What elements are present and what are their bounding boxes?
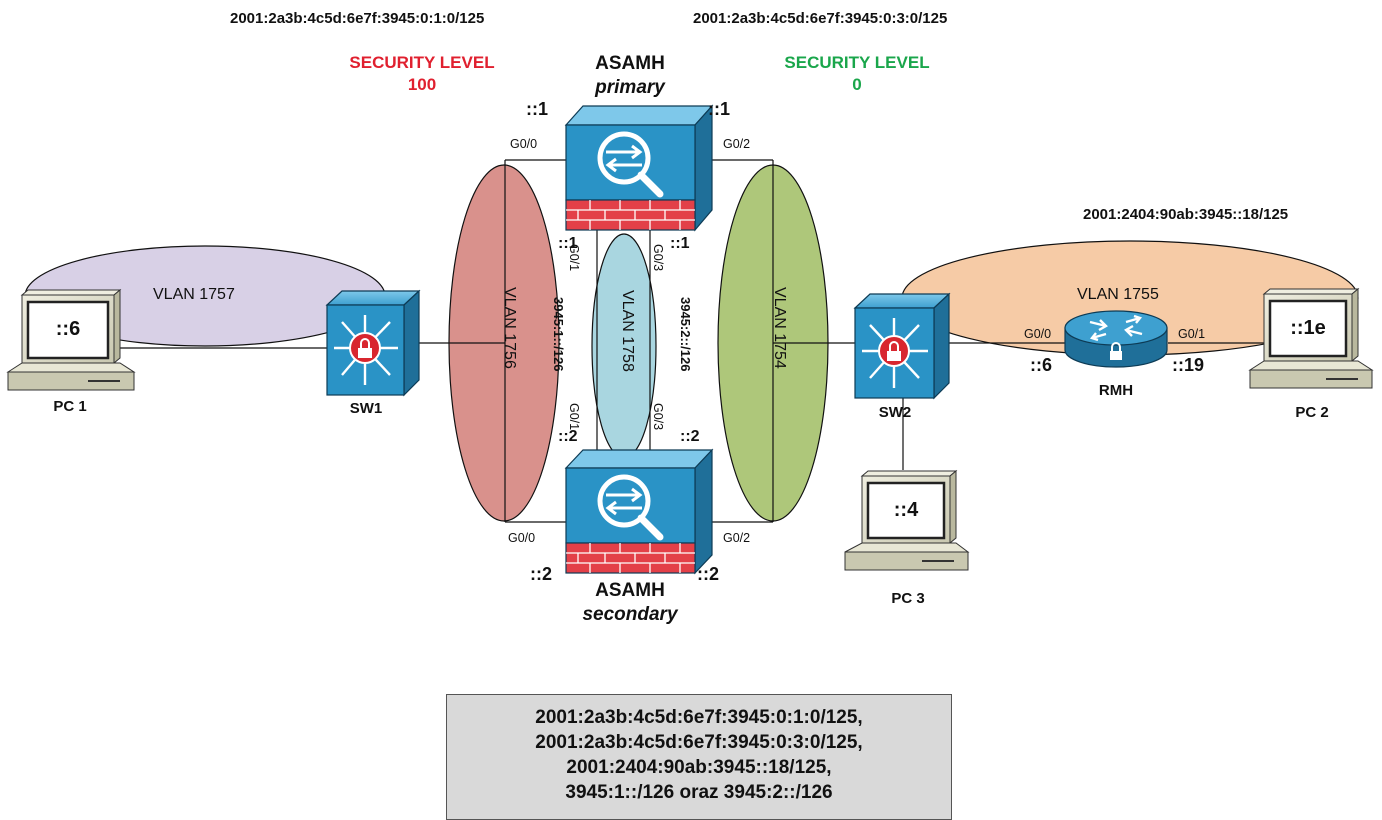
multilayer-switch-icon (853, 292, 951, 400)
security-level-inside-value: 100 (407, 75, 437, 94)
pc-icon (1248, 287, 1374, 389)
asa-secondary-port-g00: G0/0 (508, 531, 536, 545)
summary-line: 2001:2404:90ab:3945::18/125, (566, 757, 832, 778)
pc3-label: PC 3 (891, 590, 925, 607)
router-icon (1064, 310, 1168, 368)
multilayer-switch-icon (325, 289, 421, 397)
asa-primary-addr-right: ::1 (708, 99, 730, 119)
pc3-address: ::4 (893, 499, 919, 521)
rmh-port-right: G0/1 (1178, 327, 1206, 341)
pc-icon (6, 288, 136, 391)
vlan-1755-label: VLAN 1755 (1077, 286, 1159, 303)
firewall-icon (564, 104, 714, 232)
asa-secondary-addr-left: ::2 (530, 564, 552, 584)
asa-primary-addr-g01: ::1 (558, 235, 578, 252)
summary-line: 2001:2a3b:4c5d:6e7f:3945:0:1:0/125, (535, 707, 863, 728)
vlan-1758-label: VLAN 1758 (619, 290, 636, 372)
pc1-address: ::6 (55, 318, 81, 340)
pc2-address: ::1e (1290, 317, 1326, 339)
asa-secondary-name: ASAMH (595, 580, 665, 601)
asa-secondary-addr-g03: ::2 (680, 428, 700, 445)
vlan-1756-label: VLAN 1756 (501, 287, 518, 369)
summary-line: 3945:1::/126 oraz 3945:2::/126 (565, 782, 833, 803)
sw2-label: SW2 (878, 404, 912, 421)
subnet-outside-label: 2001:2a3b:4c5d:6e7f:3945:0:3:0/125 (693, 10, 948, 27)
security-level-outside-value: 0 (852, 75, 862, 94)
asa-primary-port-g00: G0/0 (510, 137, 538, 151)
firewall-icon (564, 448, 714, 575)
failover-subnet-1-label: 3945:1::/126 (551, 297, 566, 372)
asa-primary-addr-g03: ::1 (670, 235, 690, 252)
security-level-inside-label: SECURITY LEVEL (349, 53, 495, 72)
summary-line: 2001:2a3b:4c5d:6e7f:3945:0:3:0/125, (535, 732, 863, 753)
vlan-1754-label: VLAN 1754 (771, 287, 788, 369)
asa-secondary-role: secondary (582, 604, 678, 625)
failover-subnet-2-label: 3945:2::/126 (678, 297, 693, 372)
rmh-label: RMH (1098, 382, 1134, 399)
asa-secondary-addr-g01: ::2 (558, 428, 578, 445)
asa-primary-role: primary (595, 77, 665, 98)
sw1-label: SW1 (349, 400, 383, 417)
vlan-1757-label: VLAN 1757 (153, 286, 235, 303)
security-level-outside-label: SECURITY LEVEL (784, 53, 930, 72)
subnet-inside-label: 2001:2a3b:4c5d:6e7f:3945:0:1:0/125 (230, 10, 485, 27)
rmh-addr-right: ::19 (1172, 355, 1205, 375)
asa-primary-port-g01: G0/1 (567, 244, 581, 272)
pc2-label: PC 2 (1295, 404, 1329, 421)
asa-primary-port-g03: G0/3 (651, 244, 665, 272)
asa-primary-name: ASAMH (595, 53, 665, 74)
rmh-port-left: G0/0 (1024, 327, 1052, 341)
links (110, 159, 1272, 523)
summary-box: 2001:2a3b:4c5d:6e7f:3945:0:1:0/125, 2001… (446, 694, 952, 820)
asa-primary-port-g02: G0/2 (723, 137, 751, 151)
subnet-router-lan-label: 2001:2404:90ab:3945::18/125 (1083, 206, 1289, 223)
pc1-label: PC 1 (53, 398, 87, 415)
asa-secondary-port-g01: G0/1 (567, 403, 581, 431)
rmh-addr-left: ::6 (1030, 355, 1052, 375)
asa-secondary-port-g02: G0/2 (723, 531, 751, 545)
asa-secondary-addr-right: ::2 (697, 564, 719, 584)
asa-primary-addr-left: ::1 (526, 99, 548, 119)
asa-secondary-port-g03: G0/3 (651, 403, 665, 431)
pc-icon (844, 469, 970, 571)
